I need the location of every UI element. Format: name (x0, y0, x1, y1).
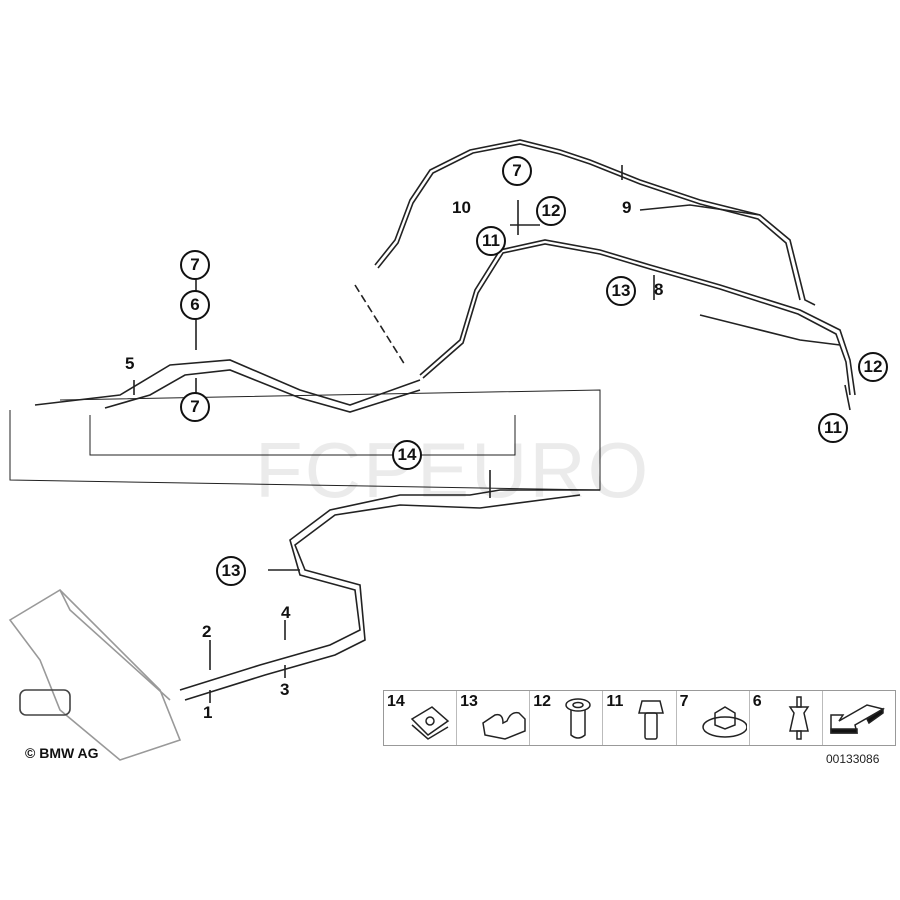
callout-14[interactable]: 14 (392, 440, 422, 470)
legend-item-11[interactable]: 11 (603, 691, 677, 745)
line-13 (179, 489, 600, 691)
legend-item-12[interactable]: 12 (530, 691, 604, 745)
valve-block (8, 588, 182, 761)
legend-label: 12 (533, 693, 552, 710)
callout-11-upper[interactable]: 11 (476, 226, 506, 256)
hex-bolt-icon (638, 700, 665, 740)
rivet-nut-icon (565, 698, 592, 739)
callout-11-right[interactable]: 11 (818, 413, 848, 443)
callout-7-bottom[interactable]: 7 (180, 392, 210, 422)
copyright: © BMW AG (25, 745, 99, 761)
rubber-mount-icon (788, 696, 810, 740)
parts-legend: 14 13 12 11 7 6 (383, 690, 896, 746)
callout-7-top[interactable]: 7 (180, 250, 210, 280)
callout-6[interactable]: 6 (180, 290, 210, 320)
legend-item-6[interactable]: 6 (750, 691, 823, 745)
watermark-euro: EURO (417, 426, 651, 514)
legend-item-13[interactable]: 13 (457, 691, 531, 745)
callout-13-upper[interactable]: 13 (606, 276, 636, 306)
collar-nut-icon (701, 706, 747, 738)
legend-item-7[interactable]: 7 (677, 691, 750, 745)
line-8 (419, 239, 856, 396)
legend-item-arrow[interactable] (823, 691, 895, 745)
watermark-fcp: FCP (255, 426, 417, 514)
callout-7-upper[interactable]: 7 (502, 156, 532, 186)
legend-label: 7 (679, 693, 689, 710)
line-holder-icon (482, 711, 526, 740)
legend-label: 6 (752, 693, 762, 710)
label-2[interactable]: 2 (202, 622, 212, 641)
label-1[interactable]: 1 (203, 703, 213, 722)
legend-item-14[interactable]: 14 (384, 691, 458, 745)
label-8[interactable]: 8 (654, 280, 664, 299)
label-4[interactable]: 4 (281, 603, 291, 622)
line-5 (34, 359, 421, 406)
watermark: FCPEURO (255, 425, 650, 516)
callout-12-upper[interactable]: 12 (536, 196, 566, 226)
callout-13-lower[interactable]: 13 (216, 556, 246, 586)
label-9[interactable]: 9 (622, 198, 632, 217)
clip-nut-icon (410, 706, 450, 740)
callout-12-right[interactable]: 12 (858, 352, 888, 382)
direction-arrow-icon (830, 704, 885, 734)
label-5[interactable]: 5 (125, 354, 135, 373)
line-9 (374, 139, 816, 306)
label-3[interactable]: 3 (280, 680, 290, 699)
legend-label: 11 (606, 693, 624, 710)
legend-label: 13 (460, 693, 478, 710)
legend-label: 14 (387, 693, 405, 710)
diagram-code: 00133086 (826, 752, 880, 766)
label-10[interactable]: 10 (452, 198, 471, 217)
